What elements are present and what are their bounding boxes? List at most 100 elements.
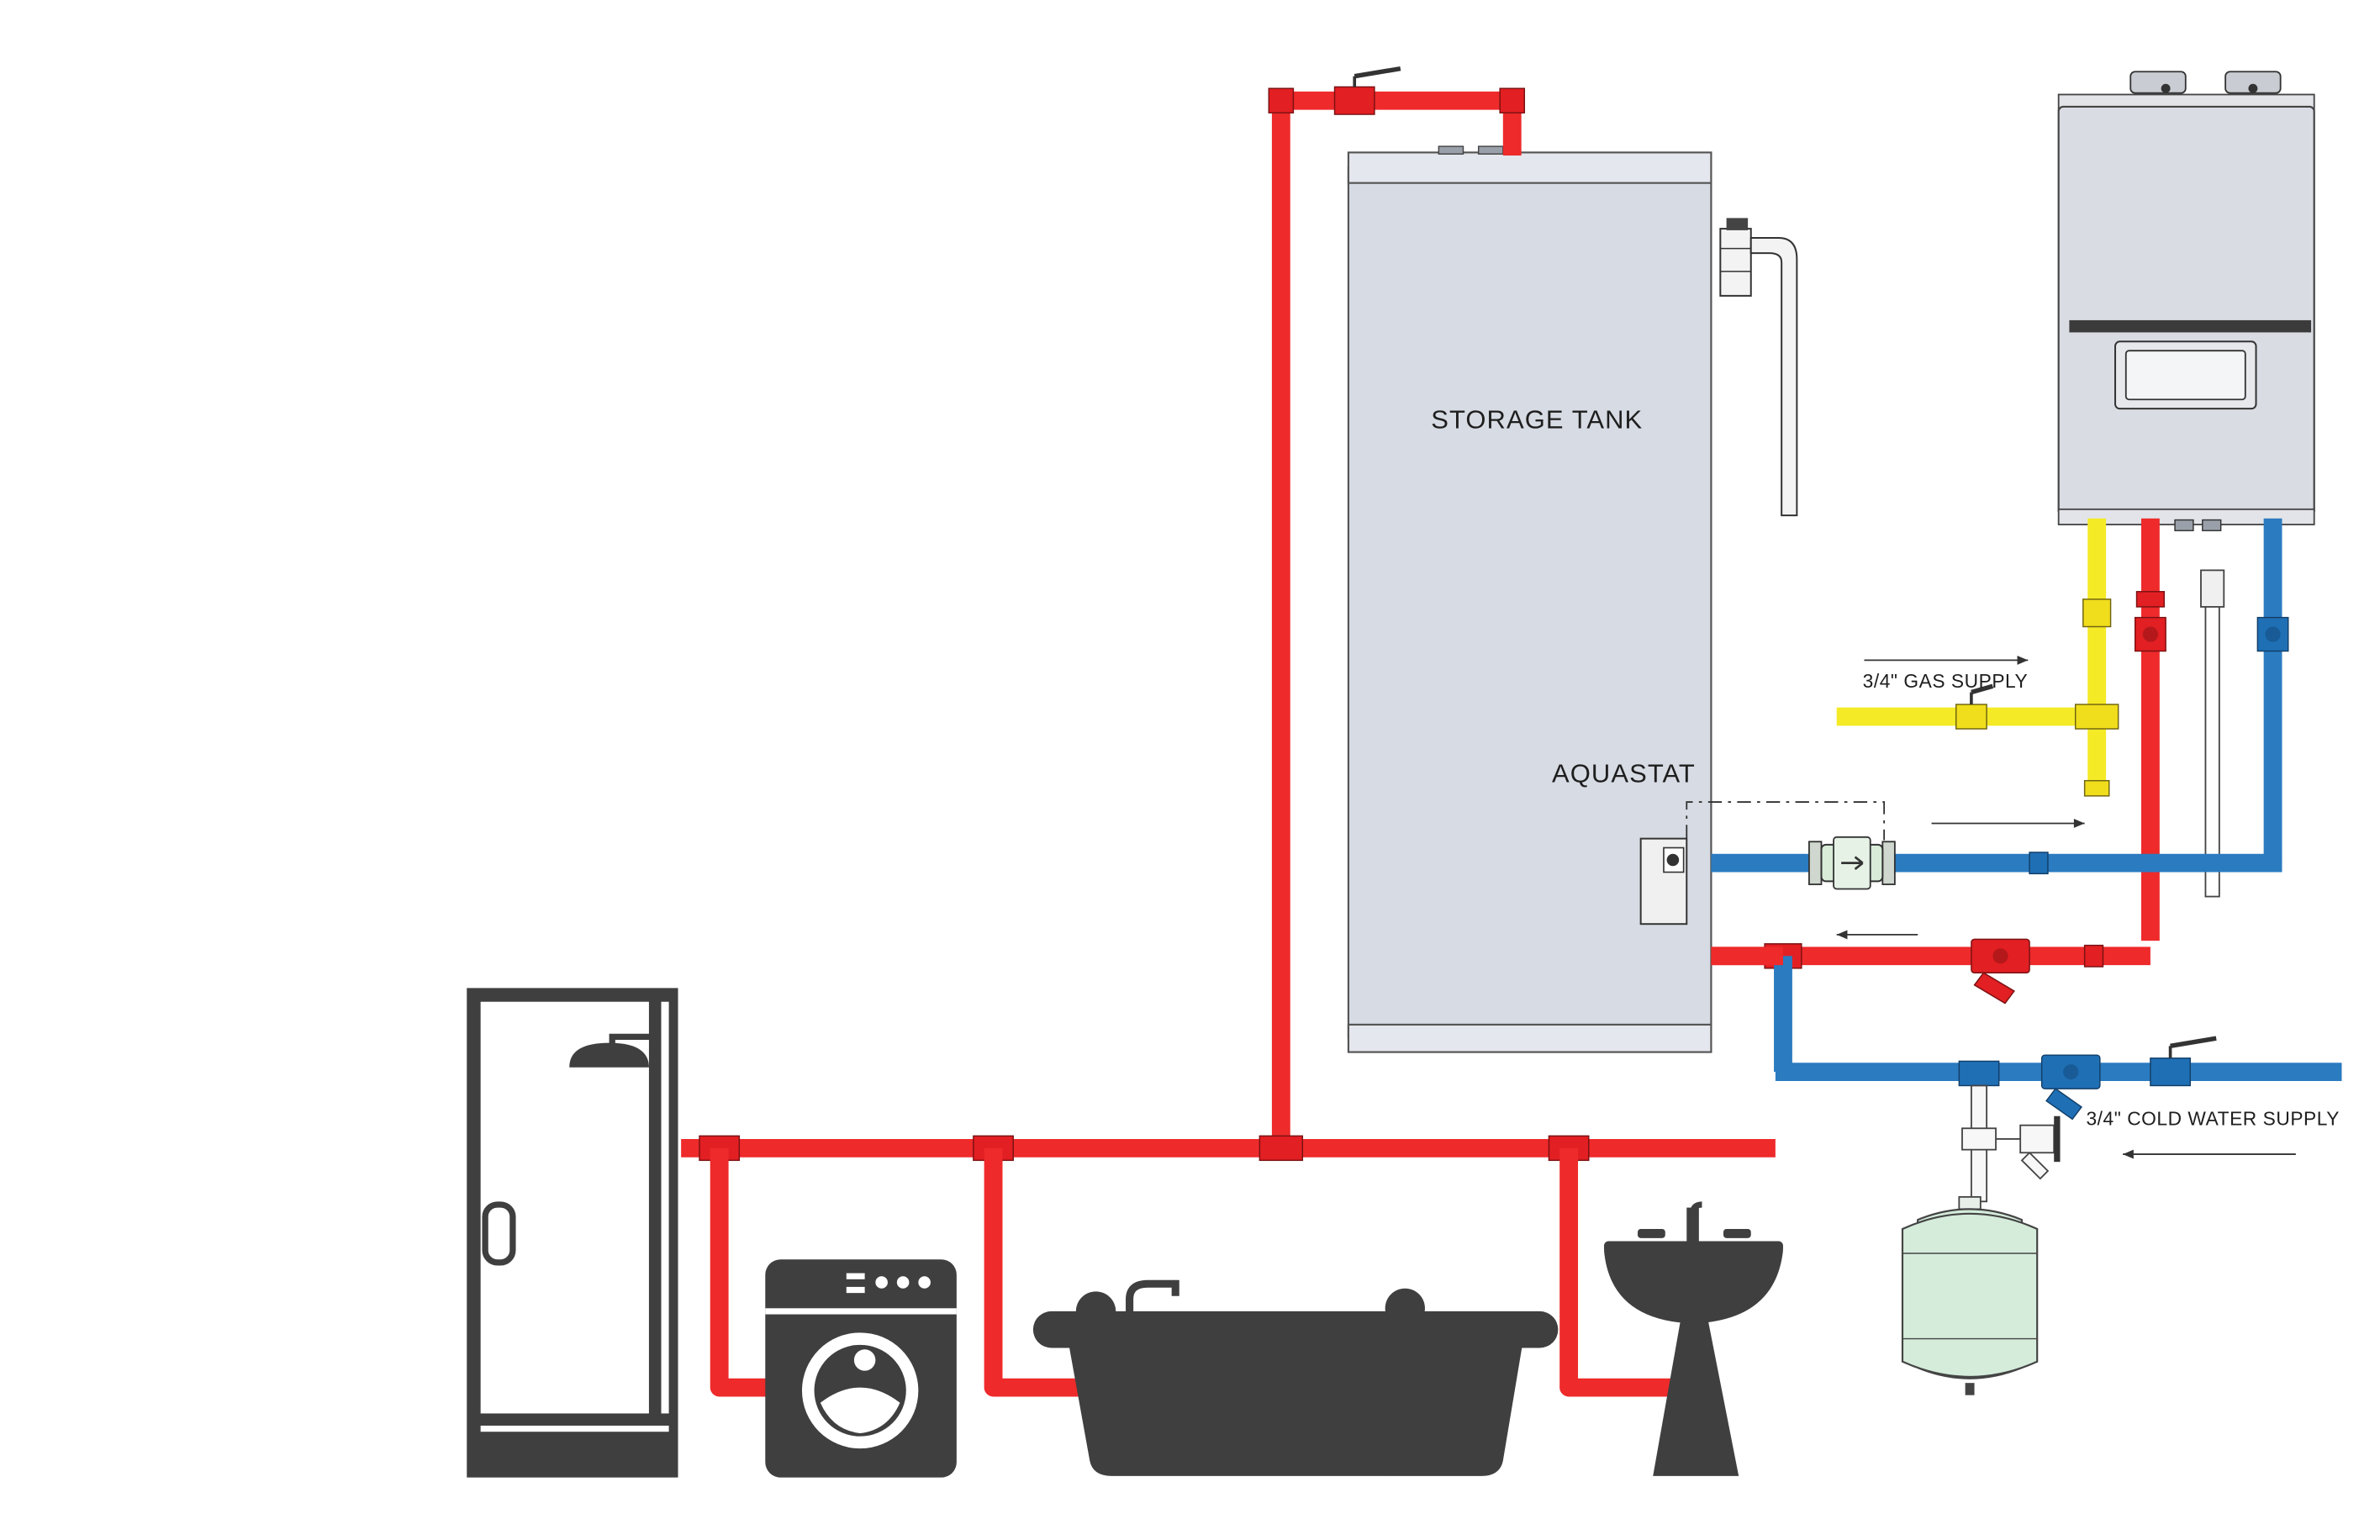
heater-body [2057,105,2315,517]
sink-faucet [1686,1207,1699,1245]
hot-riser-elbow [1268,87,1295,113]
ball-valve-icon [1955,683,1994,730]
heater-bottom-fitting [2202,519,2222,531]
expansion-tank-shell [1901,1212,2039,1379]
expansion-tank-icon [1901,1195,2039,1395]
heater-vent-knob [2248,83,2258,93]
washer-bubble [879,1340,889,1350]
aquastat-control-wire [1686,801,1886,841]
sink-handle [1723,1228,1751,1238]
washer-panel-line [765,1308,957,1315]
cold-main-valve-body [2150,1057,2191,1087]
gas-flow-arrowhead [2017,655,2029,665]
shower-head [569,1042,649,1068]
heater-trim-strip [2069,319,2312,333]
storage-tank-top-port [1477,145,1504,155]
heater-vent-knob [2161,83,2171,93]
main-riser-tee [1259,1135,1304,1162]
gas-valve-body [1955,704,1987,730]
bathtub-icon [1032,1279,1559,1476]
shower-riser [655,1036,662,1412]
circulator-pump-icon [1808,836,1896,890]
gas-tee [2074,704,2119,730]
bathtub-headrest [1385,1288,1425,1328]
sink-spout [1689,1201,1702,1215]
bathtub-rim [1032,1311,1559,1348]
gas-supply-label: 3/4" GAS SUPPLY [1863,670,2029,692]
bypass-valve-leg [2020,1151,2050,1180]
cold-water-supply-label: 3/4" COLD WATER SUPPLY [2086,1108,2340,1130]
condensate-pipe [2204,593,2220,898]
aquastat-label: AQUASTAT [1552,759,1696,788]
cold-strainer-leg [2045,1088,2083,1121]
cold-tee [1958,1060,2000,1087]
heater-hot-fitting [2135,591,2166,608]
hot-riser-elbow [1499,87,1526,113]
heater-hot-isolation-valve [2134,616,2166,652]
pressure-relief-valve-icon [1996,1115,2061,1180]
bathtub-basin [1068,1342,1523,1476]
recirc-flow-arrowhead [2073,819,2085,828]
storage-tank-label: STORAGE TANK [1431,405,1643,435]
washing-machine-icon [765,1259,957,1478]
return-strainer-leg [1973,972,2015,1005]
washer-display [846,1273,865,1279]
washer-display [846,1286,865,1294]
recirc-return-coupling [2083,944,2104,968]
relief-valve-handle [1726,218,1749,230]
hot-riser-pipe [1271,91,1522,1148]
return-check-valve-port [1992,948,2008,964]
riser-valve-body [1333,86,1375,115]
pump-flow-arrow [1841,856,1864,870]
pressure-relief-valve-icon [1719,218,1798,517]
aquastat-icon [1639,837,1688,926]
gas-supply-line [1836,518,2119,797]
tankless-water-heater-icon [2057,71,2315,531]
bypass-valve-body [2019,1124,2055,1154]
storage-tank-top-port [1438,145,1464,155]
gas-valve-handle [1971,683,1994,695]
tub-branch-pipe [984,1147,1079,1397]
ball-valve-icon [2150,1036,2217,1087]
sink-counter [1603,1241,1783,1253]
sink-pedestal [1653,1320,1739,1476]
strainer-icon [2040,1054,2101,1121]
shower-glass-side [661,1001,669,1414]
heater-cold-isolation-valve [2256,616,2289,652]
condensate-neutralizer [2200,569,2225,608]
relief-valve-body [1719,228,1752,297]
cold-main-valve-handle [2170,1036,2217,1048]
storage-tank-top-cap [1347,151,1712,184]
storage-tank-bottom-cap [1347,1023,1712,1053]
aquastat-dial [1666,853,1680,867]
bathtub-headrest [1075,1291,1116,1332]
shower-icon [467,988,678,1478]
bypass-valve-cap [2054,1115,2061,1163]
pump-flange [1808,841,1823,885]
expansion-branch-tee [1961,1127,1997,1151]
expansion-tank-valve [1965,1383,1975,1395]
sink-basin [1603,1250,1783,1324]
pump-flange [1881,841,1896,885]
washer-button [875,1276,888,1289]
return-flow-arrowhead [1836,930,1848,940]
riser-valve-handle [1354,66,1401,79]
heater-display-screen [2124,350,2246,401]
hot-valve-port [2142,626,2159,642]
washer-bubble [853,1349,876,1371]
sink-icon [1603,1201,1783,1476]
ball-valve-icon [1333,66,1401,115]
recirc-supply-coupling [2029,852,2049,875]
check-valve-icon [1971,938,2030,1005]
cold-valve-port [2265,626,2281,642]
gas-union [2082,599,2112,628]
storage-tank-icon [1347,145,1712,1053]
washer-button [896,1276,910,1289]
cold-check-valve-port [2063,1064,2079,1080]
shower-handle [482,1201,516,1266]
sink-branch-pipe [1559,1147,1676,1397]
washer-water [820,1387,900,1434]
heater-vent-cap [2129,71,2187,94]
gas-cap [2083,779,2110,797]
